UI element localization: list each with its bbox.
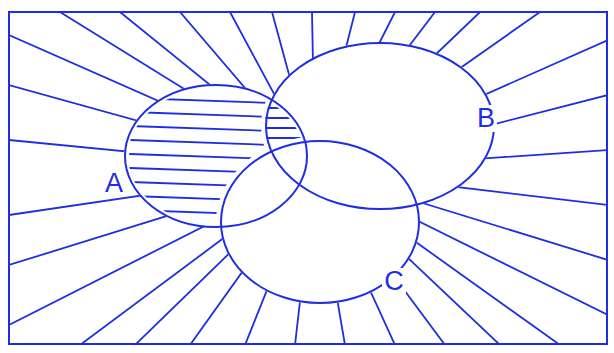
- set-ellipse: A: [124, 84, 308, 228]
- hatch-line: [9, 35, 315, 170]
- hatch-line: [230, 12, 315, 170]
- set-outline: [266, 43, 494, 209]
- hatch-line: [250, 127, 320, 129]
- hatch-line: [9, 170, 315, 265]
- hatch-line: [315, 12, 480, 170]
- hatch-line: [315, 40, 607, 170]
- hatch-line: [130, 126, 300, 132]
- set-label: C: [382, 268, 406, 295]
- hatch-line: [80, 170, 315, 344]
- hatch-line: [250, 117, 320, 119]
- hatch-line: [312, 12, 315, 170]
- hatch-line: [250, 137, 320, 139]
- hatch-line: [315, 12, 540, 170]
- hatch-line: [315, 12, 435, 170]
- hatch-line: [130, 196, 300, 202]
- set-ellipse: C: [220, 140, 420, 304]
- hatch-line: [315, 95, 607, 170]
- hatch-line: [130, 168, 300, 174]
- hatch-line: [315, 170, 445, 344]
- hatch-line: [135, 170, 315, 344]
- ellipse-outline: [124, 84, 308, 228]
- set-ellipse: B: [265, 42, 495, 210]
- universe-frame: [9, 12, 607, 344]
- hatch-line: [315, 170, 395, 344]
- hatch-line: [315, 150, 607, 170]
- hatch-line: [250, 147, 320, 149]
- outside-hatching: [9, 12, 607, 344]
- hatch-line: [190, 170, 315, 344]
- hatch-line: [315, 170, 607, 315]
- hatch-line: [130, 140, 300, 146]
- hatch-line: [9, 170, 315, 325]
- hatch-line: [250, 97, 320, 99]
- hatch-line: [315, 170, 560, 344]
- set-outline: [221, 141, 419, 303]
- set-label: A: [103, 170, 125, 197]
- hatch-line: [130, 182, 300, 188]
- hatch-line: [315, 170, 607, 205]
- hatch-line: [9, 170, 315, 215]
- a-b-hatching: [250, 88, 320, 178]
- hatch-line: [315, 170, 500, 344]
- set-outline: [125, 85, 307, 227]
- hatch-line: [250, 167, 320, 169]
- hatch-line: [250, 177, 320, 179]
- hatch-line: [250, 87, 320, 89]
- ellipse-outline: [265, 42, 495, 210]
- set-label: B: [475, 105, 497, 132]
